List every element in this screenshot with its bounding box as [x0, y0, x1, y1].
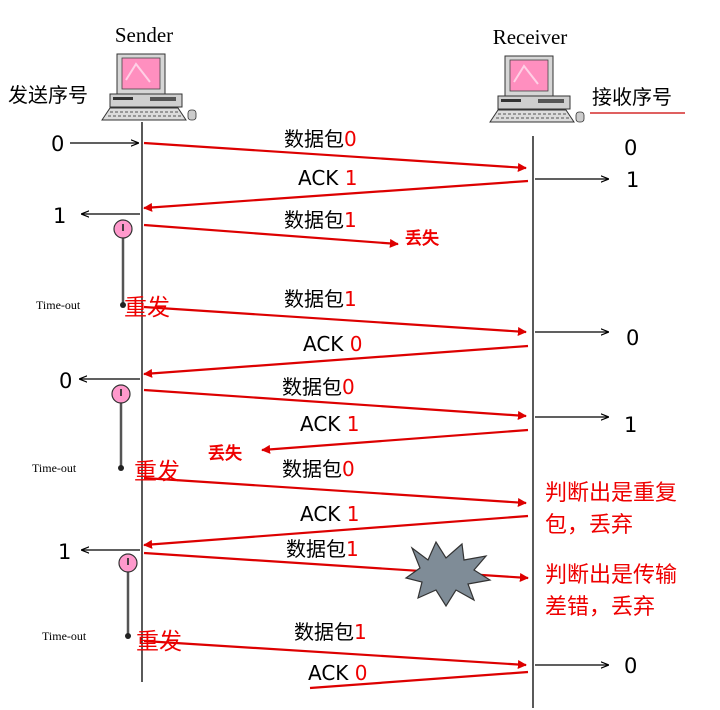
ack-arrow	[309, 670, 529, 690]
message-label: ACK 0	[308, 661, 368, 685]
data-packet-arrow	[143, 639, 527, 669]
sender-seq-number: 1	[58, 540, 71, 564]
lost-label: 丢失	[405, 228, 440, 248]
lost-packet-arrow	[143, 223, 399, 248]
receiver-seq-number: 1	[626, 168, 639, 192]
message-label: 数据包0	[284, 127, 357, 151]
resend-label: 重发	[124, 295, 170, 321]
ack-arrow	[143, 514, 529, 549]
data-packet-arrow	[143, 388, 527, 420]
sender-title: Sender	[115, 23, 173, 47]
message-label: ACK 1	[298, 166, 358, 190]
transmission-error-burst-icon	[404, 540, 492, 608]
message-label: 数据包0	[282, 375, 355, 399]
receiver-seq-number: 0	[624, 654, 637, 678]
lost-label: 丢失	[208, 443, 243, 463]
duplicate-note-line1: 判断出是重复	[545, 481, 677, 506]
resend-label: 重发	[136, 629, 182, 655]
error-note-line2: 差错，丢弃	[545, 595, 655, 620]
resend-label: 重发	[134, 459, 180, 485]
sender-seq-label: 发送序号	[8, 84, 88, 107]
message-label: ACK 0	[303, 332, 363, 356]
receiver-title: Receiver	[493, 25, 568, 49]
sender-seq-number: 1	[53, 204, 66, 228]
data-packet-arrow	[143, 305, 527, 336]
message-label: 数据包1	[286, 537, 359, 561]
message-label: ACK 1	[300, 502, 360, 526]
ack-arrow	[143, 179, 529, 212]
message-label: 数据包1	[284, 287, 357, 311]
receiver-seq-number: 1	[624, 413, 637, 437]
error-note-line1: 判断出是传输	[545, 563, 677, 588]
lost-ack-arrow	[261, 428, 529, 454]
message-label: 数据包1	[294, 620, 367, 644]
timer-icon	[111, 384, 131, 471]
timeout-label: Time-out	[36, 298, 81, 312]
timer-icon	[118, 553, 138, 639]
sender-computer-icon	[101, 53, 197, 121]
timeout-label: Time-out	[42, 629, 87, 643]
message-label: 数据包0	[282, 457, 355, 481]
receiver-seq-number: 0	[624, 136, 637, 160]
duplicate-note-line2: 包，丢弃	[545, 513, 633, 538]
timer-icon	[113, 219, 133, 308]
ack-arrow	[143, 344, 529, 378]
message-label: ACK 1	[300, 412, 360, 436]
data-packet-arrow	[143, 141, 527, 172]
sender-seq-number: 0	[59, 369, 72, 393]
sender-seq-number: 0	[51, 132, 64, 156]
receiver-seq-number: 0	[626, 326, 639, 350]
message-label: 数据包1	[284, 208, 357, 232]
receiver-computer-icon	[489, 55, 585, 123]
timeout-label: Time-out	[32, 461, 77, 475]
data-packet-arrow	[143, 476, 527, 507]
receiver-seq-label: 接收序号	[592, 86, 672, 109]
